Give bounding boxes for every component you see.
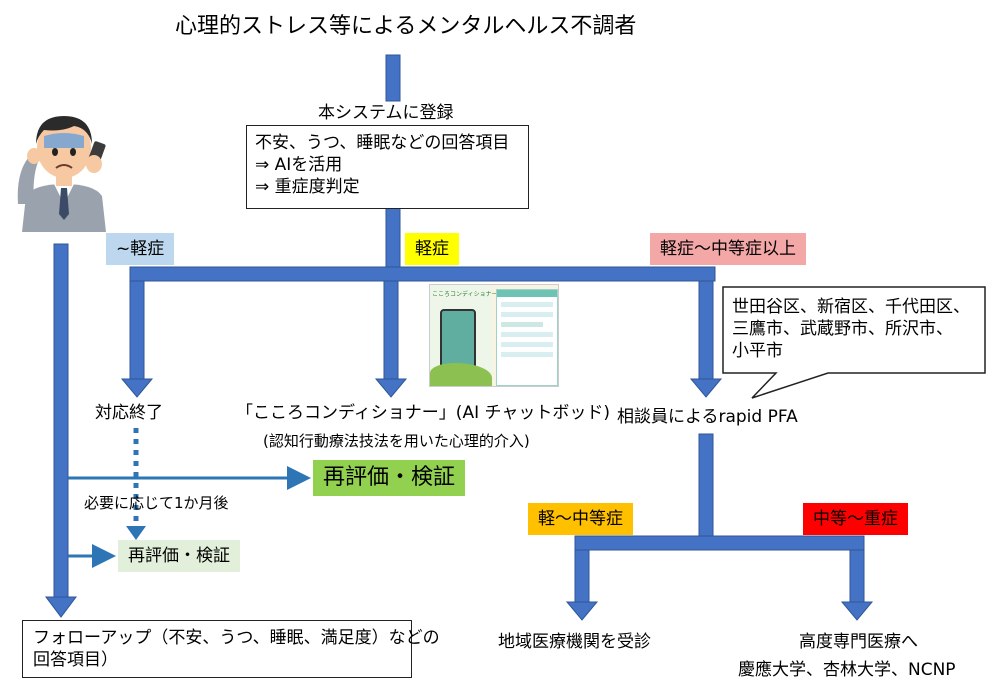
app-screenshot-illustration: こころコンディショナー: [429, 284, 559, 387]
question-line-2: ⇒ AIを活用: [255, 155, 343, 175]
arrow-head-middle: [374, 378, 408, 398]
followup-line-2: 回答項目）: [33, 650, 118, 670]
arrow-head-right: [689, 378, 723, 398]
callout-line-2: 三鷹市、武蔵野市、所沢市、: [732, 319, 953, 339]
arrow-shaft-followup: [53, 243, 69, 600]
followup-line-1: フォローアップ（不安、うつ、睡眠、満足度）などの: [33, 628, 440, 648]
app-chat-bubble: [501, 342, 553, 347]
app-chat-bubble: [501, 302, 553, 307]
connector-box-to-branch: [385, 207, 401, 269]
dotted-arrow-head: [126, 526, 146, 540]
chatbot-label: 「こころコンディショナー」(AI チャットボッド): [236, 403, 610, 423]
connector-pfa-down: [698, 433, 714, 539]
regional-medical-label: 地域医療機関を受診: [498, 632, 651, 652]
callout-line-1: 世田谷区、新宿区、千代田区、: [732, 297, 970, 317]
connector-title-to-register: [385, 54, 401, 102]
app-phone: [440, 309, 476, 373]
arrow-head-regional: [565, 601, 599, 621]
app-chat-bubble: [501, 322, 543, 327]
branch-bar-top: [129, 266, 716, 282]
arrow-shaft-advanced: [849, 549, 865, 605]
arrow-shaft-left: [129, 280, 145, 382]
arrow-head-advanced: [840, 601, 874, 621]
advanced-medical-label: 高度専門医療へ: [799, 632, 918, 652]
rapid-pfa-label: 相談員によるrapid PFA: [617, 407, 798, 427]
app-leaves: [430, 363, 492, 386]
question-line-3: ⇒ 重症度判定: [255, 177, 360, 197]
tag-mild-to-moderate-plus: 軽症～中等症以上: [650, 233, 806, 265]
app-chat-bubble: [501, 332, 553, 337]
question-box: 不安、うつ、睡眠などの回答項目 ⇒ AIを活用 ⇒ 重症度判定: [246, 125, 529, 209]
callout-bubble: [722, 286, 986, 399]
chatbot-sublabel: (認知行動療法技法を用いた心理的介入): [263, 432, 530, 450]
arrow-head-left: [120, 378, 154, 398]
tag-mild: 軽症: [405, 233, 459, 265]
institutions-label: 慶應大学、杏林大学、NCNP: [738, 660, 956, 680]
arrow-head-followup: [45, 596, 77, 618]
end-of-support-label: 対応終了: [95, 403, 163, 423]
app-chat-bubble: [501, 312, 553, 317]
register-label: 本システムに登録: [318, 103, 454, 123]
callout-text: 世田谷区、新宿区、千代田区、 三鷹市、武蔵野市、所沢市、 小平市: [732, 296, 970, 362]
worried-person-illustration: [17, 116, 106, 232]
app-chat-bubble: [501, 352, 553, 357]
app-chat-topbar: [497, 290, 557, 297]
one-month-note: 必要に応じて1か月後: [84, 494, 229, 512]
reevaluation-large: 再評価・検証: [313, 460, 466, 496]
arrow-shaft-middle: [383, 280, 399, 382]
app-left-panel: こころコンディショナー: [430, 285, 498, 386]
app-chat-panel: [496, 289, 558, 386]
question-line-1: 不安、うつ、睡眠などの回答項目: [255, 133, 510, 153]
arrow-shaft-regional: [574, 549, 590, 605]
tag-mild-or-less: ~軽症: [106, 233, 175, 265]
arrow-shaft-right: [698, 280, 714, 382]
callout-line-3: 小平市: [732, 341, 783, 361]
branch-bar-bottom: [574, 535, 865, 551]
reevaluation-small: 再評価・検証: [118, 540, 240, 572]
tag-moderate-to-severe: 中等～重症: [803, 503, 908, 535]
tag-mild-to-moderate: 軽～中等症: [528, 503, 633, 535]
followup-box: フォローアップ（不安、うつ、睡眠、満足度）などの 回答項目）: [22, 620, 440, 678]
app-header: こころコンディショナー: [432, 291, 498, 298]
page-title: 心理的ストレス等によるメンタルヘルス不調者: [175, 14, 637, 39]
